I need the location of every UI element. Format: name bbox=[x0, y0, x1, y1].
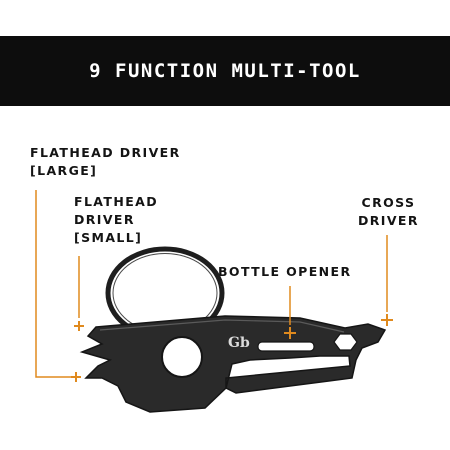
label-flathead-small-line1: FLATHEAD bbox=[74, 194, 158, 209]
bottle-opener-slot bbox=[257, 341, 315, 352]
label-bottle-opener-line1: BOTTLE OPENER bbox=[218, 264, 352, 279]
label-flathead-small-line3: [SMALL] bbox=[74, 230, 143, 245]
callout-marker-flathead-small bbox=[74, 321, 84, 331]
label-bottle-opener: BOTTLE OPENER bbox=[218, 263, 352, 281]
label-flathead-driver-large: FLATHEAD DRIVER [LARGE] bbox=[30, 144, 181, 180]
banner-title: 9 FUNCTION MULTI-TOOL bbox=[89, 60, 361, 82]
hex-cutout bbox=[333, 333, 358, 351]
label-cross-line2: DRIVER bbox=[358, 213, 419, 228]
brand-logo: Gb bbox=[228, 335, 250, 351]
label-flathead-large-line2: [LARGE] bbox=[30, 163, 98, 178]
key-ring-hole bbox=[161, 336, 203, 378]
callout-marker-cross-driver bbox=[381, 314, 393, 326]
label-cross-driver: CROSS DRIVER bbox=[358, 194, 419, 230]
multitool-body bbox=[79, 315, 387, 413]
label-flathead-large-line1: FLATHEAD DRIVER bbox=[30, 145, 181, 160]
title-banner: 9 FUNCTION MULTI-TOOL bbox=[0, 36, 450, 106]
label-cross-line1: CROSS bbox=[361, 195, 416, 210]
label-flathead-small-line2: DRIVER bbox=[74, 212, 135, 227]
callout-marker-bottle-opener bbox=[284, 327, 296, 339]
label-flathead-driver-small: FLATHEAD DRIVER [SMALL] bbox=[74, 193, 158, 247]
multitool-highlight bbox=[99, 319, 345, 333]
callout-line-flathead-large bbox=[35, 190, 72, 378]
callout-marker-flathead-large bbox=[71, 372, 81, 382]
